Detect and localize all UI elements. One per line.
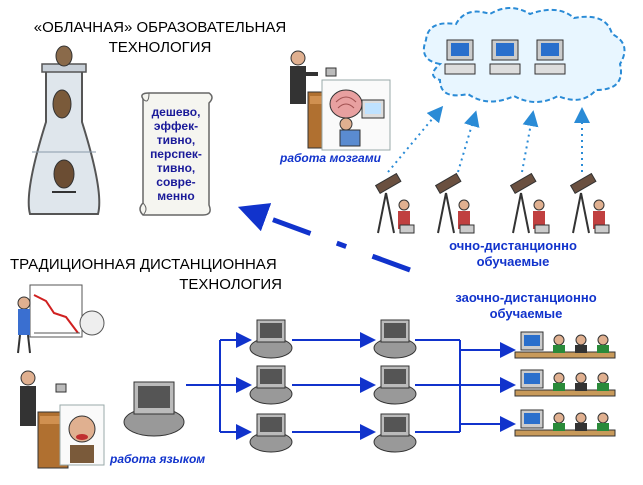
student-workstation-icon	[514, 369, 616, 397]
benefit-item: перспек-	[150, 147, 202, 161]
traditional-tech-title-line1: ТРАДИЦИОННАЯ ДИСТАНЦИОННАЯ	[10, 256, 277, 273]
telescope-student-icon	[374, 172, 415, 234]
telescope-student-icon	[509, 172, 550, 234]
cloud-computer-icon	[534, 39, 566, 75]
network-node-icon	[373, 413, 417, 453]
benefit-item: совре-	[156, 175, 196, 189]
declining-chart-presenter-image	[17, 284, 105, 354]
cloud-tech-title-line2: ТЕХНОЛОГИЯ	[108, 39, 212, 56]
benefit-item: тивно,	[156, 161, 196, 175]
cloud-tech-title-line1: «ОБЛАЧНАЯ» ОБРАЗОВАТЕЛЬНАЯ	[33, 19, 287, 36]
correspondence-line1: заочно-дистанционно	[455, 290, 597, 305]
student-workstation-icon	[514, 331, 616, 359]
traditional-tech-title-line2: ТЕХНОЛОГИЯ	[179, 276, 282, 293]
network-node-icon	[249, 413, 293, 453]
central-server-icon	[123, 381, 185, 437]
network-node-icon	[249, 319, 293, 359]
correspondence-learners-label: заочно-дистанционно обучаемые	[436, 290, 616, 322]
flask-with-frogs-image	[27, 45, 101, 215]
cloud-computer-icon	[444, 39, 476, 75]
benefit-item: дешево,	[151, 105, 201, 119]
network-node-icon	[373, 319, 417, 359]
talking-man-image	[59, 404, 105, 466]
full-distance-learners-label: очно-дистанционно обучаемые	[428, 238, 598, 270]
telescope-student-icon	[569, 172, 610, 234]
benefit-item: менно	[157, 189, 195, 203]
network-node-icon	[249, 365, 293, 405]
full-distance-line1: очно-дистанционно	[449, 238, 577, 253]
cloud-tech-title: «ОБЛАЧНАЯ» ОБРАЗОВАТЕЛЬНАЯ ТЕХНОЛОГИЯ	[10, 18, 310, 58]
brain-work-label: работа мозгами	[280, 151, 381, 165]
correspondence-line2: обучаемые	[489, 306, 563, 321]
traditional-tech-title: ТРАДИЦИОННАЯ ДИСТАНЦИОННАЯ ТЕХНОЛОГИЯ	[10, 255, 330, 295]
student-workstation-icon	[514, 409, 616, 437]
benefit-item: эффек-	[153, 119, 199, 133]
benefit-item: тивно,	[156, 133, 196, 147]
full-distance-line2: обучаемые	[476, 254, 550, 269]
cloud-shape	[422, 7, 626, 103]
benefits-scroll	[139, 92, 213, 216]
telescope-student-icon	[434, 172, 475, 234]
cloud-computer-icon	[489, 39, 521, 75]
benefits-list: дешево, эффек- тивно, перспек- тивно, со…	[142, 105, 210, 203]
network-node-icon	[373, 365, 417, 405]
brain-worker-image	[321, 79, 391, 151]
tongue-work-label: работа языком	[110, 452, 206, 466]
